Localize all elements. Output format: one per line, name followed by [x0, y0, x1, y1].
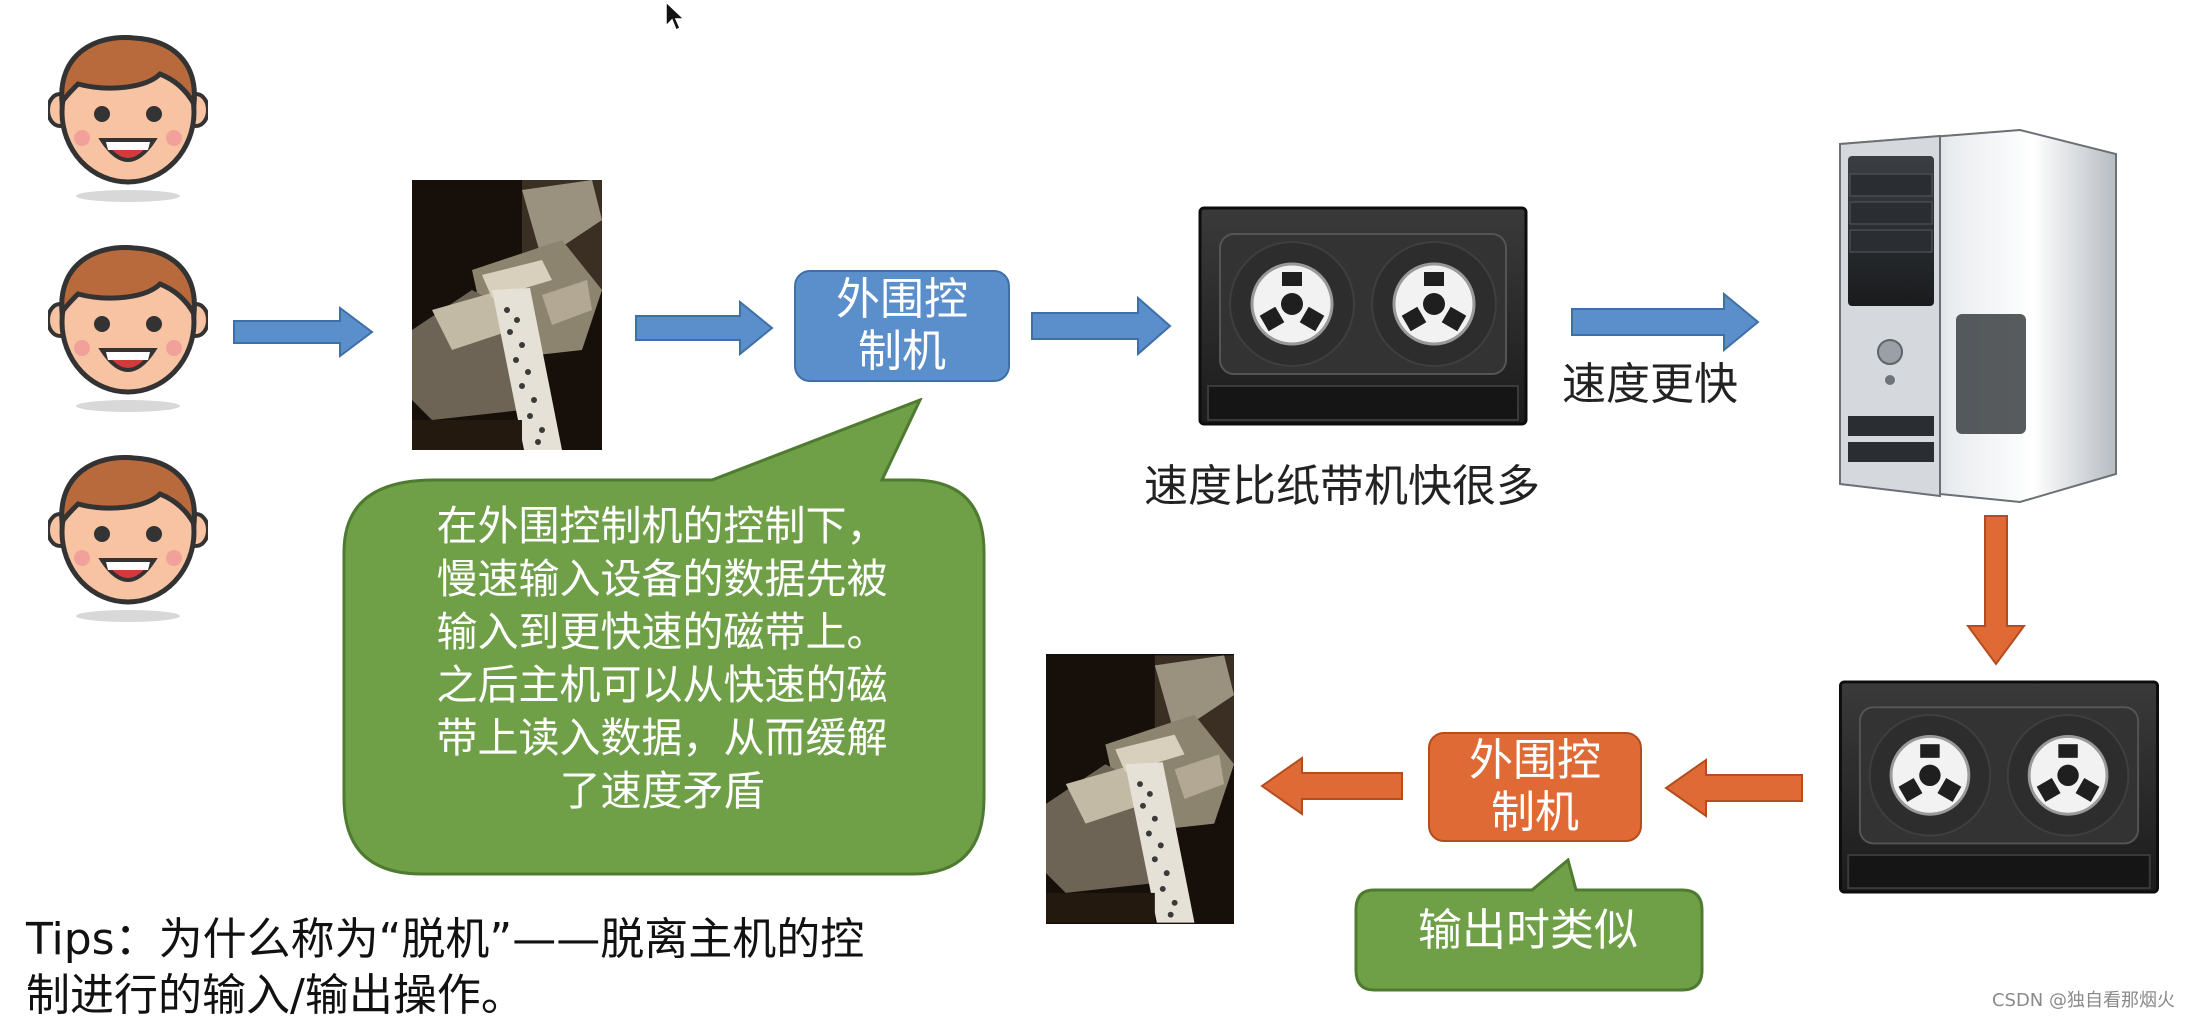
arrow-right-icon [1031, 296, 1172, 356]
faster-caption: 速度更快 [1562, 359, 1738, 410]
user-face-icon [48, 448, 208, 628]
punched-tape-machine-image [412, 180, 602, 450]
magnetic-tape-drive-icon [1836, 680, 2162, 894]
tape-speed-caption: 速度比纸带机快很多 [1144, 461, 1540, 512]
user-face-icon [48, 28, 208, 208]
arrow-down-icon [1966, 515, 2026, 666]
explanation-text: 在外围控制机的控制下， 慢速输入设备的数据先被 输入到更快速的磁带上。 之后主机… [436, 502, 888, 815]
peripheral-controller-label: 外围控 制机 [836, 274, 968, 377]
punched-tape-machine-image [1046, 654, 1234, 924]
arrow-right-icon [233, 306, 374, 358]
computer-host-icon [1839, 128, 2117, 504]
peripheral-controller-box: 外围控 制机 [794, 270, 1010, 382]
peripheral-controller-label: 外围控 制机 [1469, 735, 1601, 838]
output-text: 输出时类似 [1418, 905, 1638, 956]
user-face-icon [48, 238, 208, 418]
source-credit: CSDN @独自看那烟火 [1991, 990, 2175, 1011]
output-speech-bubble [1354, 858, 1704, 992]
arrow-right-icon [635, 300, 774, 356]
explanation-speech-bubble [342, 398, 986, 876]
arrow-left-icon [1260, 756, 1403, 816]
arrow-right-icon [1571, 292, 1760, 352]
arrow-left-icon [1664, 758, 1803, 818]
tips-text: Tips：为什么称为“脱机”——脱离主机的控 制进行的输入/输出操作。 [26, 914, 865, 1021]
peripheral-controller-box: 外围控 制机 [1428, 732, 1642, 842]
magnetic-tape-drive-icon [1198, 206, 1528, 426]
mouse-cursor-icon [665, 0, 686, 32]
